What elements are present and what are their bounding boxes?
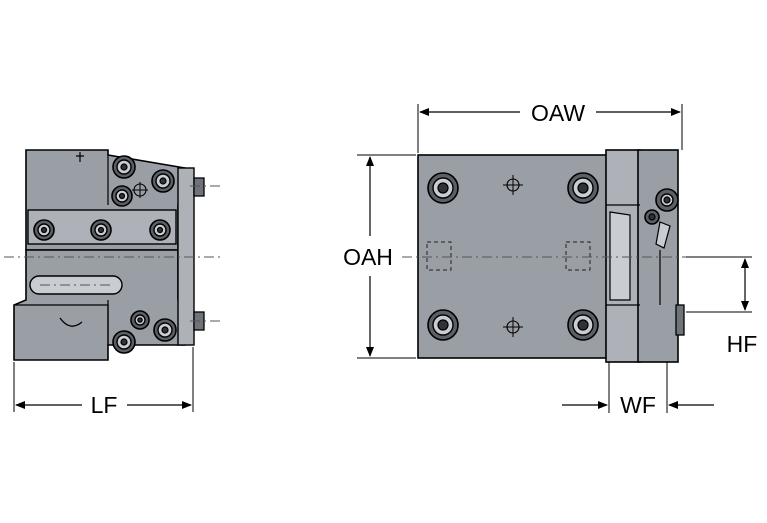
side-view <box>4 149 222 361</box>
coolant-symbol-icon <box>503 175 523 195</box>
dimension-label-lf: LF <box>91 392 118 418</box>
screw-icon <box>112 155 136 179</box>
coolant-symbol-icon <box>132 182 148 198</box>
dimension-label-oaw: OAW <box>531 100 585 126</box>
mounting-hole-icon <box>427 309 459 341</box>
mounting-hole-icon <box>567 309 599 341</box>
screw-icon <box>130 310 150 330</box>
screw-icon <box>90 219 112 241</box>
dimension-wf: WF <box>562 362 714 418</box>
dimension-label-oah: OAH <box>343 244 393 270</box>
front-view-clamp-unit <box>637 149 679 363</box>
dimension-hf: HF <box>686 256 758 357</box>
hidden-feature-right <box>565 241 591 271</box>
screw-icon <box>33 219 55 241</box>
screw-icon <box>111 185 133 207</box>
dimension-label-hf: HF <box>727 331 758 357</box>
screw-icon <box>644 209 660 225</box>
dimension-oaw: OAW <box>417 100 683 153</box>
screw-icon <box>149 219 171 241</box>
dimension-label-wf: WF <box>620 392 656 418</box>
dimension-oah: OAH <box>343 154 416 359</box>
coolant-symbol-icon <box>503 317 523 337</box>
dimension-lf: LF <box>13 347 194 418</box>
mounting-hole-icon <box>567 172 599 204</box>
side-view-pin-upper <box>193 177 205 197</box>
screw-icon <box>655 188 679 212</box>
screw-icon <box>151 169 175 193</box>
mounting-hole-icon <box>427 172 459 204</box>
front-view <box>402 149 690 363</box>
screw-icon <box>153 318 177 342</box>
screw-icon <box>112 330 136 354</box>
hidden-feature-left <box>426 241 452 271</box>
